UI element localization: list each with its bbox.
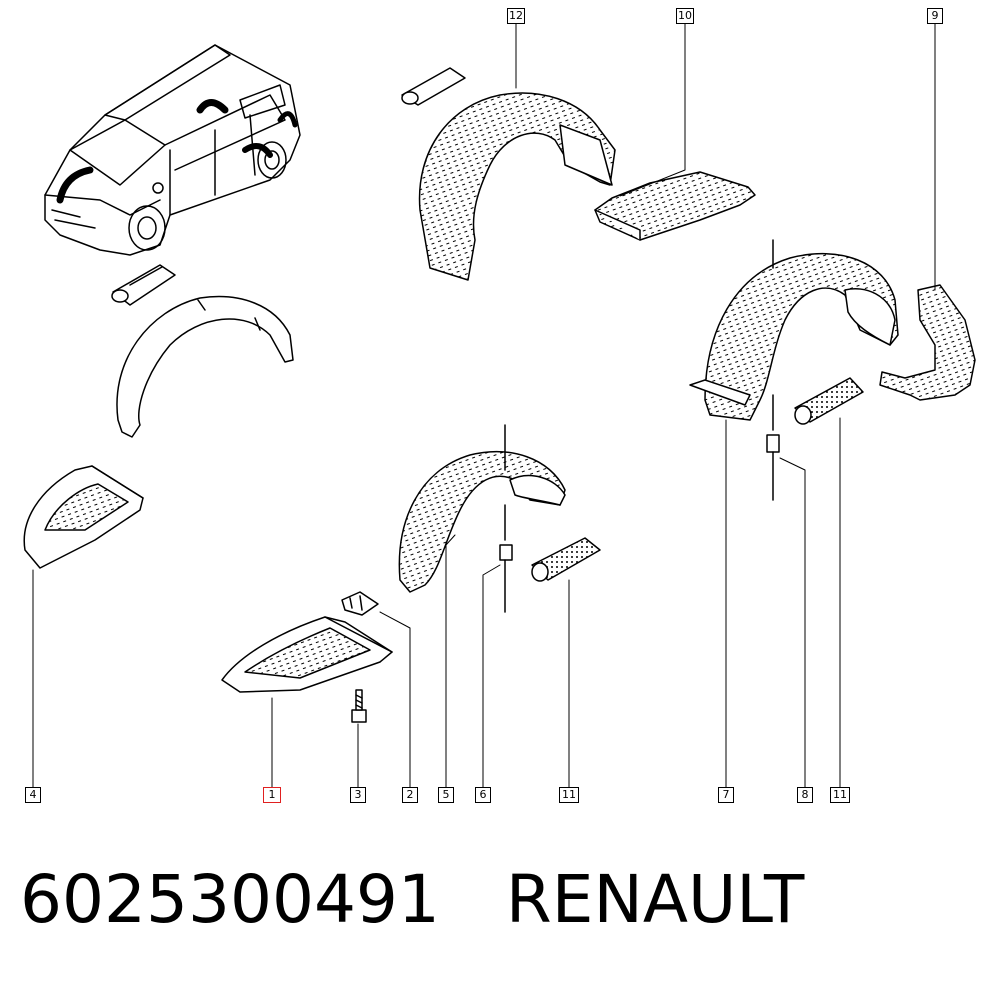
mud-flap-part-4-illustration (23, 465, 144, 569)
mud-flap-part-10-illustration (594, 171, 756, 241)
seal-strip-illustration (111, 264, 176, 306)
part-number: 6025300491 (20, 861, 440, 938)
callout-9[interactable]: 9 (927, 8, 943, 24)
foam-pad-part-11-right-illustration (794, 377, 864, 425)
callout-1[interactable]: 1 (263, 787, 281, 803)
wheel-arch-liner-outline-illustration (116, 295, 294, 438)
callout-10[interactable]: 10 (676, 8, 694, 24)
callout-3[interactable]: 3 (350, 787, 366, 803)
wheel-arch-liner-part-12-illustration (418, 92, 616, 281)
leader-lines (32, 23, 936, 796)
foam-pad-part-11-illustration (531, 537, 601, 582)
callout-11-right[interactable]: 11 (830, 787, 850, 803)
wheel-arch-liner-part-5-illustration (398, 424, 566, 593)
screw-part-3-illustration (351, 689, 367, 723)
rivet-part-8-illustration (766, 394, 780, 501)
rivet-part-6-illustration (499, 504, 513, 613)
callout-2[interactable]: 2 (402, 787, 418, 803)
callout-11-mid[interactable]: 11 (559, 787, 579, 803)
callout-5[interactable]: 5 (438, 787, 454, 803)
callout-7[interactable]: 7 (718, 787, 734, 803)
callout-4[interactable]: 4 (25, 787, 41, 803)
callout-12-top[interactable]: 12 (507, 8, 525, 24)
mud-flap-part-9-illustration (879, 284, 976, 401)
brand-name: RENAULT (505, 861, 805, 938)
callout-8[interactable]: 8 (797, 787, 813, 803)
mud-flap-part-1-illustration (221, 616, 393, 693)
seal-strip-upper-illustration (401, 67, 466, 106)
part-caption: 6025300491 RENAULT (20, 860, 804, 940)
clip-part-2-illustration (341, 591, 379, 616)
vehicle-overview-illustration (44, 44, 301, 256)
callout-6[interactable]: 6 (475, 787, 491, 803)
wheel-arch-liner-part-7-illustration (689, 239, 899, 421)
